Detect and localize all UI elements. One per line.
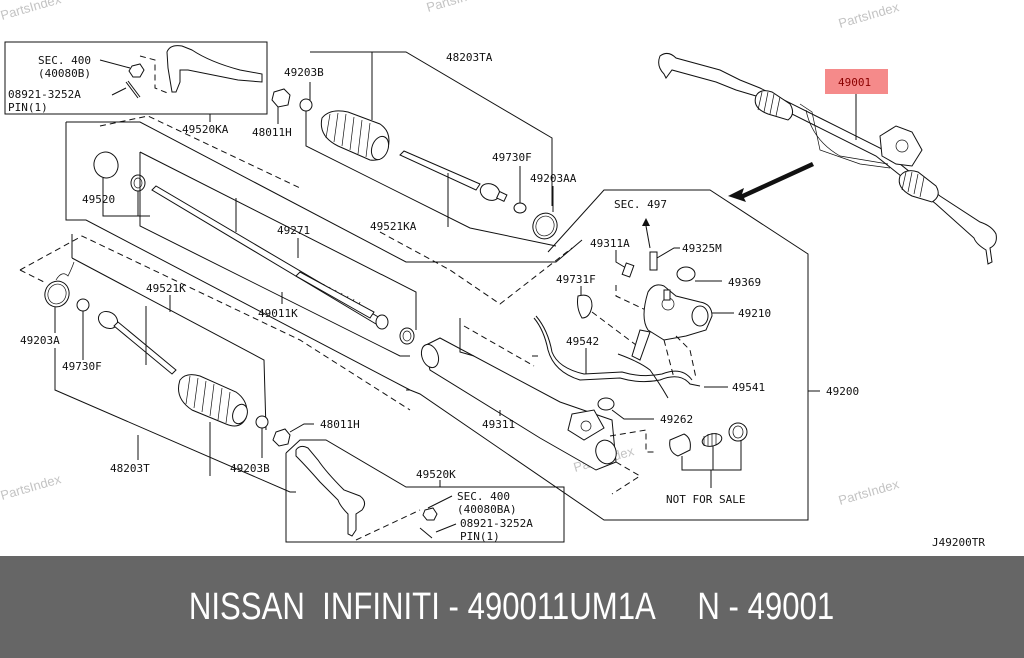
label-49203aa: 49203AA — [530, 172, 577, 185]
rack-end-icon — [375, 314, 389, 330]
watermark: PartsIndex — [837, 0, 901, 31]
label-pin-top-part: 08921-3252A — [8, 88, 81, 101]
footer-gap — [655, 586, 698, 628]
inner-socket-icon — [399, 150, 508, 202]
seal-ring-icon — [399, 327, 415, 345]
label-pin-bottom-part: 08921-3252A — [460, 517, 533, 530]
label-49311a: 49311A — [590, 237, 630, 250]
cap-icon — [728, 422, 748, 442]
label-49542: 49542 — [566, 335, 599, 348]
footer-banner: NISSAN INFINITI - 490011UM1A N - 49001 — [0, 556, 1024, 658]
piston-icon — [669, 433, 691, 457]
rack-housing-icon — [420, 318, 617, 471]
label-49325m: 49325M — [682, 242, 722, 255]
label-49730f-top: 49730F — [492, 151, 532, 164]
clip-icon — [577, 294, 593, 319]
tie-rod-end-outer-b-group: 49520K SEC. 400 (40080BA) 08921-3252A PI… — [285, 439, 565, 543]
label-49730f-bottom: 49730F — [62, 360, 102, 373]
label-49541: 49541 — [732, 381, 765, 394]
label-sec400-top: SEC. 400 — [38, 54, 91, 67]
label-48203t: 48203T — [110, 462, 150, 475]
footer-brand: NISSAN INFINITI — [189, 585, 441, 628]
label-49210: 49210 — [738, 307, 771, 320]
label-not-for-sale: NOT FOR SALE — [666, 493, 745, 506]
clamp-ring-icon — [532, 212, 558, 240]
label-pin-top-qty: PIN(1) — [8, 101, 48, 114]
label-49262: 49262 — [660, 413, 693, 426]
label-49311: 49311 — [482, 418, 515, 431]
steering-rack-assembly-icon — [658, 52, 997, 265]
not-for-sale-parts — [669, 422, 748, 488]
label-sec497: SEC. 497 — [614, 198, 667, 211]
footer-ref: 49001 — [748, 585, 835, 628]
sensor-icon — [649, 251, 658, 271]
clamp-icon — [255, 415, 269, 429]
label-49521ka: 49521KA — [370, 220, 417, 233]
exploded-parts-diagram: PartsIndex PartsIndex PartsIndex PartsIn… — [0, 0, 997, 549]
pipe-icon — [533, 317, 701, 387]
label-49203b-top: 49203B — [284, 66, 324, 79]
label-sec400-bottom: SEC. 400 — [457, 490, 510, 503]
cotter-pin-icon — [125, 81, 139, 99]
label-49001-highlighted[interactable]: 49001 — [838, 76, 871, 89]
label-49520ka: 49520KA — [182, 123, 229, 136]
diagram-code: J49200TR — [932, 536, 985, 549]
seal-ring-icon — [130, 174, 146, 192]
label-49520k: 49520K — [416, 468, 456, 481]
watermark: PartsIndex — [837, 476, 901, 508]
highlight-box — [825, 69, 888, 94]
rack-teeth-icon — [295, 271, 375, 319]
tie-rod-end-icon — [295, 445, 366, 537]
footer-prefix: N — [697, 585, 721, 628]
footer-part-number: 490011UM1A — [468, 585, 655, 628]
clamp-ring-icon — [44, 280, 70, 308]
box-outline — [65, 122, 411, 391]
label-49521k: 49521K — [146, 282, 186, 295]
o-ring-icon — [597, 397, 615, 411]
lock-nut-icon — [272, 428, 291, 447]
washer-icon — [513, 202, 527, 214]
detail-box — [285, 439, 565, 543]
watermark: PartsIndex — [0, 0, 63, 23]
boot-icon — [320, 110, 390, 161]
label-pin-bottom-qty: PIN(1) — [460, 530, 500, 543]
label-49200: 49200 — [826, 385, 859, 398]
nut-icon — [128, 63, 145, 78]
arrow-icon — [728, 162, 814, 202]
label-49011k: 49011K — [258, 307, 298, 320]
footer-separator: - — [720, 585, 749, 628]
gear-assembly-box — [409, 189, 809, 521]
small-boot-icon — [93, 151, 119, 179]
label-49731f: 49731F — [556, 273, 596, 286]
nut-icon — [422, 507, 438, 521]
inner-socket-icon — [97, 310, 177, 375]
label-48011h-bottom: 48011H — [320, 418, 360, 431]
footer-title: NISSAN INFINITI - 490011UM1A N - 49001 — [189, 586, 834, 629]
clamp-icon — [299, 98, 313, 112]
tie-rod-end-outer-a-group: SEC. 400 (40080B) 08921-3252A PIN(1) — [4, 41, 268, 115]
watermark: PartsIndex — [0, 471, 63, 503]
cap-icon — [676, 266, 696, 282]
bolt-icon — [621, 262, 635, 278]
lock-nut-icon — [271, 88, 291, 108]
cotter-pin-icon — [419, 527, 433, 539]
label-sec400-bottom-ref: (40080BA) — [457, 503, 517, 516]
tie-rod-end-icon — [166, 45, 263, 93]
label-49271: 49271 — [277, 224, 310, 237]
label-48203ta: 48203TA — [446, 51, 493, 64]
label-49520: 49520 — [82, 193, 115, 206]
boot-icon — [178, 374, 248, 427]
label-49203a: 49203A — [20, 334, 60, 347]
detail-box — [4, 41, 268, 115]
label-49369: 49369 — [728, 276, 761, 289]
arrow-up-icon — [642, 218, 650, 226]
watermark: PartsIndex — [425, 0, 489, 15]
label-48011h-top: 48011H — [252, 126, 292, 139]
footer-separator: - — [440, 585, 469, 628]
washer-icon — [76, 298, 90, 312]
label-49203b-bottom: 49203B — [230, 462, 270, 475]
label-sec400-top-ref: (40080B) — [38, 67, 91, 80]
control-valve-icon — [631, 284, 713, 361]
